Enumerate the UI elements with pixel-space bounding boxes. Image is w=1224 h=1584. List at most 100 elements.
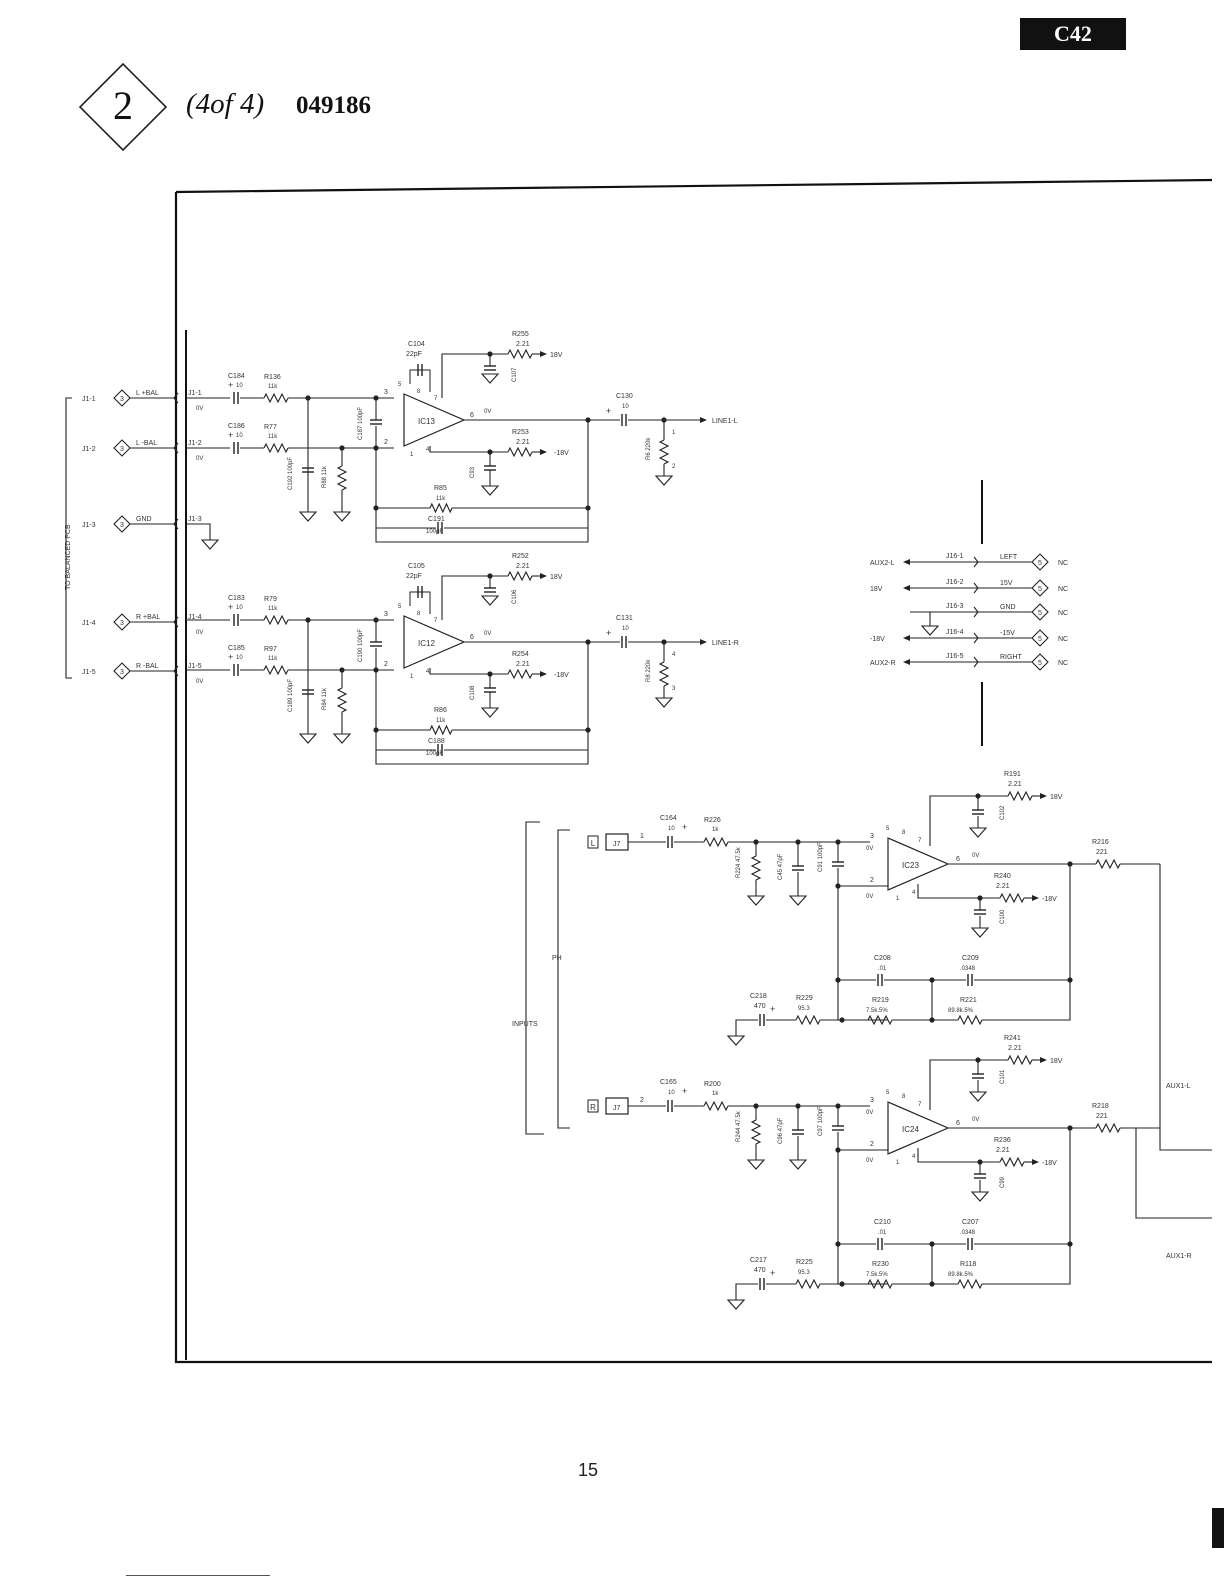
cap-label: C93 <box>470 466 476 478</box>
capacitor <box>370 641 382 647</box>
label: C208 <box>874 955 891 962</box>
label: C207 <box>962 1219 979 1226</box>
label: 8 <box>417 389 421 395</box>
label: R136 <box>264 374 281 381</box>
output-net-label: LINE1-R <box>712 640 739 647</box>
schematic-frame <box>174 178 1213 1364</box>
signal-label: L -BAL <box>136 440 157 447</box>
label: C217 <box>750 1257 767 1264</box>
label: 221 <box>1096 1113 1108 1120</box>
resistor <box>750 1119 762 1145</box>
label: C185 <box>228 645 245 652</box>
node-number: 3 <box>120 620 124 627</box>
pin-label: J16-4 <box>946 629 964 636</box>
cap-label: C107 <box>512 367 518 382</box>
label: 11k <box>268 384 278 390</box>
signal-label: 15V <box>1000 580 1013 587</box>
supply-resistor <box>999 1156 1025 1168</box>
signal-label: GND <box>1000 604 1016 611</box>
connector-bracket <box>65 397 72 679</box>
label: + <box>228 380 233 390</box>
opamp-ref: IC24 <box>902 1125 919 1134</box>
section-number: 2 <box>113 83 133 128</box>
label: 1 <box>672 430 676 436</box>
label: 10 <box>668 1090 675 1096</box>
pin-label: J1-5 <box>188 663 202 670</box>
ground-icon <box>970 1191 990 1202</box>
label: C218 <box>750 993 767 1000</box>
eq-capacitor <box>877 1238 883 1250</box>
node-number: 3 <box>120 669 124 676</box>
label: 2 <box>384 439 388 446</box>
label: + <box>228 602 233 612</box>
jack-label: J7 <box>613 841 621 848</box>
opamp-ref: IC23 <box>902 861 919 870</box>
label: 3 <box>384 611 388 618</box>
wire <box>735 1019 758 1036</box>
ground-icon <box>332 511 352 522</box>
pin-label: J16-5 <box>946 653 964 660</box>
wire <box>375 642 589 765</box>
frame-top <box>175 178 1213 194</box>
signal-label: L +BAL <box>136 390 159 397</box>
label: C130 <box>616 393 633 400</box>
pin-chevron <box>973 582 979 594</box>
res-label: R8 220k <box>646 659 652 682</box>
input-capacitor <box>233 614 239 626</box>
capacitor <box>972 1073 984 1079</box>
eq-capacitor <box>967 1238 973 1250</box>
node-number: 5 <box>1038 610 1042 617</box>
ground-capacitor <box>759 1278 765 1290</box>
label: 100pF <box>426 751 443 757</box>
label: 7 <box>918 838 922 844</box>
pin-label: J1-2 <box>188 440 202 447</box>
label: 95.3 <box>798 1270 810 1276</box>
supply-resistor <box>507 570 533 582</box>
capacitor <box>974 909 986 915</box>
capacitor <box>974 1173 986 1179</box>
input-resistor <box>263 664 289 676</box>
capacitor <box>302 689 314 695</box>
label: 1 <box>410 452 414 458</box>
wire <box>982 980 1071 1021</box>
label: 7.5k.5% <box>866 1008 888 1014</box>
label: 2 <box>384 661 388 668</box>
ground-icon <box>920 625 940 636</box>
output-net-label: AUX1-R <box>1166 1253 1192 1260</box>
bottom-rule <box>126 1575 270 1576</box>
capacitor <box>370 419 382 425</box>
wire <box>429 446 508 453</box>
jack-label: J1-2 <box>82 446 96 453</box>
junction-dot <box>585 727 591 733</box>
label: 18V <box>550 574 563 581</box>
ground-icon <box>298 733 318 744</box>
input-resistor <box>263 442 289 454</box>
pin-label: J1-3 <box>188 516 202 523</box>
label: 221 <box>1096 849 1108 856</box>
input-resistor <box>263 392 289 404</box>
label: 11k <box>268 606 278 612</box>
label: R236 <box>994 1137 1011 1144</box>
wire <box>735 1283 758 1300</box>
label: 6 <box>470 412 474 419</box>
label: .0348 <box>960 1230 976 1236</box>
label: 2.21 <box>996 883 1010 890</box>
pin-chevron <box>173 616 179 628</box>
capacitor <box>832 1125 844 1131</box>
j16-connector-icon <box>1031 653 1049 671</box>
label: R241 <box>1004 1035 1021 1042</box>
label: C165 <box>660 1079 677 1086</box>
inputs-label: INPUTS <box>512 1021 538 1028</box>
label: R200 <box>704 1081 721 1088</box>
jack-label: J1-1 <box>82 396 96 403</box>
cap-label: C189 100pF <box>288 679 294 712</box>
label: + <box>770 1268 775 1278</box>
signal-label: RIGHT <box>1000 654 1023 661</box>
res-label: R224 47.5k <box>736 846 742 878</box>
label: 0V <box>972 853 979 859</box>
label: + <box>606 406 611 416</box>
input-capacitor <box>233 664 239 676</box>
ph-label: PH <box>552 955 562 962</box>
